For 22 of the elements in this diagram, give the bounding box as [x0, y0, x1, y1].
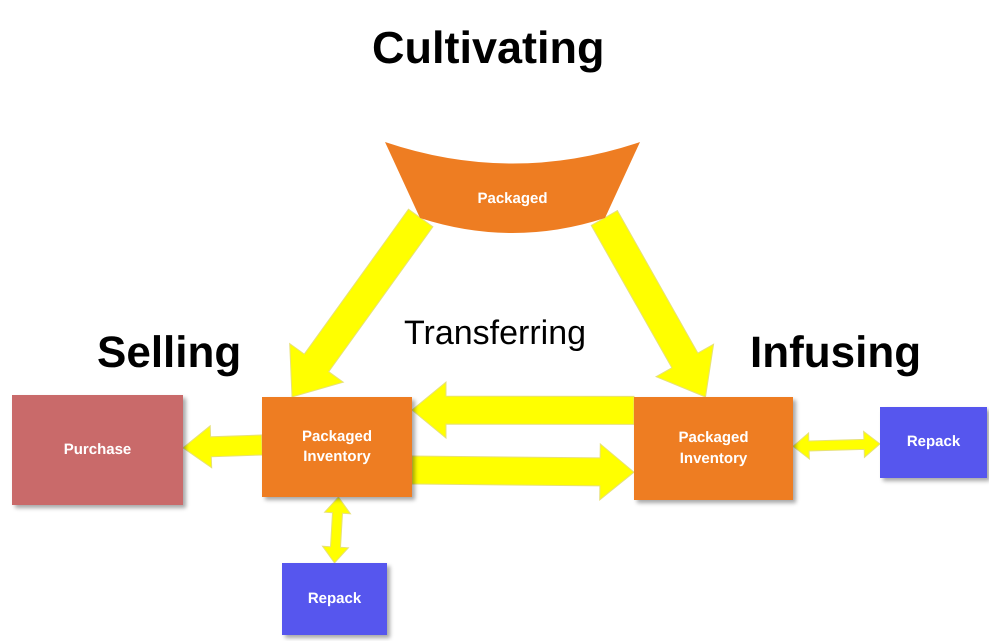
block-arrow	[590, 210, 714, 398]
process-box	[282, 563, 387, 635]
section-heading: Selling	[97, 328, 242, 378]
node-label: Repack	[306, 588, 362, 609]
block-arrow	[289, 208, 434, 398]
node-label: Repack	[906, 432, 962, 452]
node-label: Purchase	[62, 440, 132, 460]
block-arrow	[792, 430, 881, 460]
block-arrow	[411, 442, 635, 501]
node-label: Packaged	[476, 188, 549, 209]
section-heading: Cultivating	[372, 22, 604, 74]
process-box	[262, 397, 412, 497]
process-box	[12, 395, 183, 505]
block-arrow	[321, 496, 352, 564]
process-box	[634, 397, 793, 500]
block-arrow	[182, 424, 263, 469]
block-arrow	[411, 381, 634, 440]
section-heading: Transferring	[404, 314, 586, 353]
section-heading: Infusing	[750, 328, 922, 378]
node-label: Packaged Inventory	[300, 426, 374, 467]
node-label: Packaged Inventory	[677, 428, 750, 468]
process-box	[880, 407, 987, 478]
